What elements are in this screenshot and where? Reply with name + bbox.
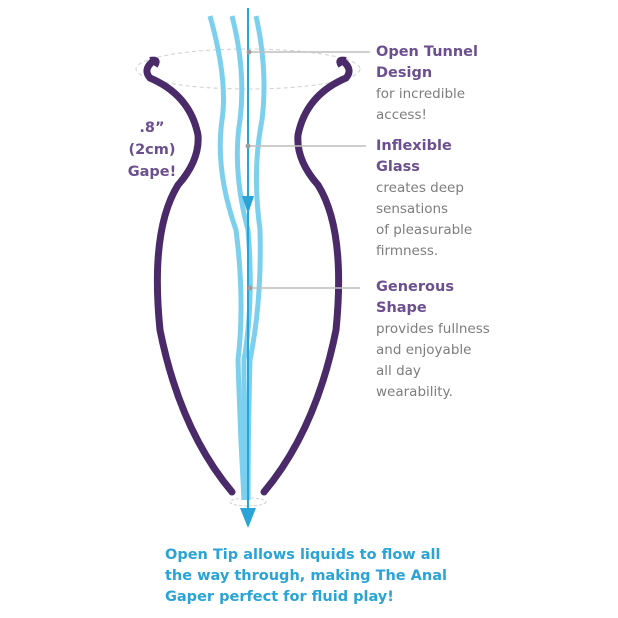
- open-tip-caption: Open Tip allows liquids to flow all the …: [165, 547, 447, 605]
- callout-generous-shape: Generous Shape provides fullness and enj…: [376, 277, 576, 403]
- callout-body: provides fullness and enjoyable all day …: [376, 321, 490, 400]
- callout-heading: Open Tunnel Design: [376, 44, 478, 81]
- right-outline: [260, 58, 353, 496]
- callout-heading: Generous Shape: [376, 279, 454, 316]
- callout-heading: Inflexible Glass: [376, 138, 452, 175]
- stream-1: [207, 15, 247, 501]
- top-opening-ellipse: [135, 48, 361, 90]
- callout-inflexible-glass: Inflexible Glass creates deep sensations…: [376, 136, 576, 262]
- flow-arrow-head-bottom: [240, 508, 256, 528]
- callout-open-tunnel: Open Tunnel Design for incredible access…: [376, 42, 576, 126]
- gape-label: .8” (2cm) Gape!: [127, 120, 177, 180]
- callout-body: for incredible access!: [376, 86, 466, 123]
- left-outline: [143, 58, 236, 496]
- flow-arrow-head-top: [242, 196, 254, 214]
- callout-body: creates deep sensations of pleasurable f…: [376, 180, 473, 259]
